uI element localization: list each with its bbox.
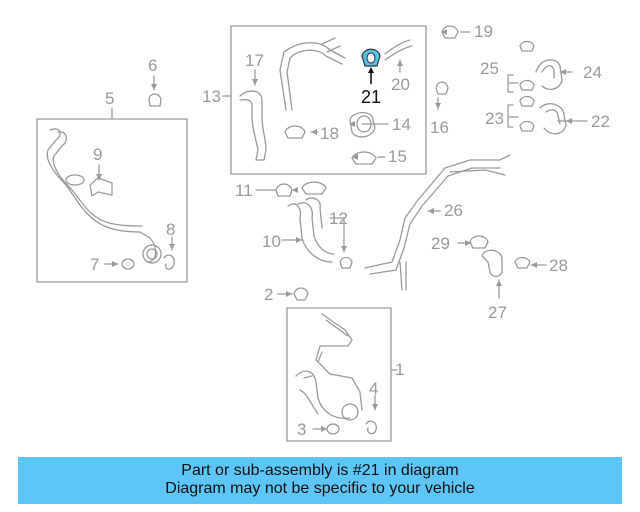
callout-27: 27 [488,303,507,322]
callout-11: 11 [235,181,253,200]
clamp-8 [163,254,175,270]
group-box-1 [286,307,392,442]
fitting-14 [349,111,376,138]
clamp-16 [435,81,449,95]
clamp-19 [441,25,459,39]
callout-18: 18 [320,124,339,143]
o-ring-3 [326,423,340,435]
callout-22: 22 [591,112,610,131]
callout-6: 6 [148,56,158,75]
clamp-25a [519,40,535,52]
highlighted-part-21 [361,48,381,84]
callout-13: 13 [202,87,221,106]
pipe-1 [315,313,363,411]
banner-line-part: Part or sub-assembly is #21 in diagram [181,462,459,479]
callout-29: 29 [431,234,450,253]
callout-10: 10 [262,232,281,251]
callout-12: 12 [329,209,348,228]
callout-4: 4 [369,379,379,398]
banner-line-disclaimer: Diagram may not be specific to your vehi… [165,480,475,497]
clamp-4 [365,420,377,435]
info-banner: Part or sub-assembly is #21 in diagram D… [18,457,622,504]
hose-24 [535,59,563,91]
clamp-12a [301,181,327,195]
clamp-11 [275,183,293,197]
callout-7: 7 [90,255,100,274]
clip-9 [89,177,113,197]
callout-2: 2 [264,285,274,304]
hose-10 [287,202,335,263]
hose-1 [295,370,351,419]
callout-16: 16 [430,118,449,137]
callout-9: 9 [93,145,103,164]
callout-20: 20 [391,75,410,94]
callout-3: 3 [297,420,307,439]
o-ring-7 [121,258,135,270]
callout-21: 21 [361,87,382,107]
callout-24: 24 [583,63,602,82]
callout-25: 25 [480,59,499,78]
clamp-15 [351,151,377,165]
group-box-13 [230,25,427,175]
hose-22 [539,103,567,135]
callout-19: 19 [474,22,493,41]
clamp-23b [519,120,535,132]
callout-28: 28 [549,256,568,275]
clamp-12b [339,256,353,269]
callout-1: 1 [395,360,405,379]
callout-23: 23 [485,109,504,128]
clamp-2 [293,287,309,301]
callout-5: 5 [105,89,115,108]
clamp-6 [148,93,162,107]
callout-17: 17 [245,51,264,70]
callout-26: 26 [444,201,463,220]
hose-17 [239,90,267,161]
clamp-25b [519,79,535,91]
fitting-27 [481,249,503,278]
hose-20 [384,39,413,61]
clamp-18 [284,125,306,139]
callout-14: 14 [392,115,411,134]
clamp-23a [519,95,535,107]
callout-15: 15 [388,147,407,166]
callout-8: 8 [166,220,176,239]
parts-diagram [36,25,588,442]
clamp-29 [469,235,489,249]
clamp-28 [514,256,531,269]
pipe-26 [364,154,511,291]
